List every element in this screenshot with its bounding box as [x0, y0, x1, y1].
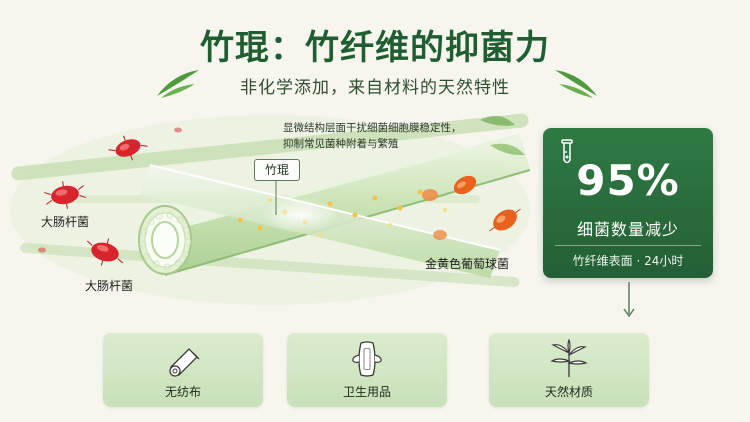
- fiber-tag: 竹琨: [254, 159, 300, 181]
- test-tube-icon: [561, 139, 573, 164]
- bamboo-fiber-illustration: [10, 113, 531, 305]
- red-bacteria: [38, 127, 182, 266]
- glow-particles: [237, 189, 447, 237]
- stat-value: 95%: [576, 156, 680, 205]
- mechanism-description: 显微结构层面干扰细菌细胞膜稳定性， 抑制常见菌种附着与繁殖: [283, 120, 523, 152]
- stat-footnote: 竹纤维表面 · 24小时: [572, 254, 684, 268]
- page-subtitle: 非化学添加，来自材料的天然特性: [240, 78, 510, 98]
- feature-card-nonwoven: 无纺布: [103, 333, 263, 407]
- divider: [555, 245, 701, 246]
- page-title: 竹琨：竹纤维的抑菌力: [200, 28, 550, 68]
- stat-label: 细菌数量减少: [576, 220, 679, 239]
- fabric-roll-icon: [169, 348, 200, 377]
- bacteria-label: 大肠杆菌: [41, 215, 90, 229]
- bacteria-label: 金黄色葡萄球菌: [425, 257, 510, 271]
- description-line: 显微结构层面干扰细菌细胞膜稳定性，: [283, 122, 462, 134]
- fiber-cross-section: [138, 205, 192, 275]
- feature-card-natural: 天然材质: [489, 333, 649, 407]
- bamboo-leaves: [480, 116, 525, 156]
- feature-card-hygiene: 卫生用品: [287, 333, 447, 407]
- orange-bacteria: [422, 175, 521, 240]
- feature-label: 天然材质: [544, 385, 593, 399]
- feature-label: 卫生用品: [342, 385, 391, 399]
- bamboo-leaf-icon: [157, 70, 199, 98]
- sanitary-pad-icon: [352, 341, 382, 377]
- bamboo-leaf-icon: [550, 339, 588, 377]
- stat-card: 95% 细菌数量减少 竹纤维表面 · 24小时: [543, 128, 713, 278]
- arrow-down-icon: [623, 282, 635, 318]
- bamboo-leaf-icon: [555, 70, 597, 98]
- bacteria-label: 大肠杆菌: [85, 279, 134, 293]
- feature-label: 无纺布: [164, 385, 201, 399]
- description-line: 抑制常见菌种附着与繁殖: [283, 138, 399, 150]
